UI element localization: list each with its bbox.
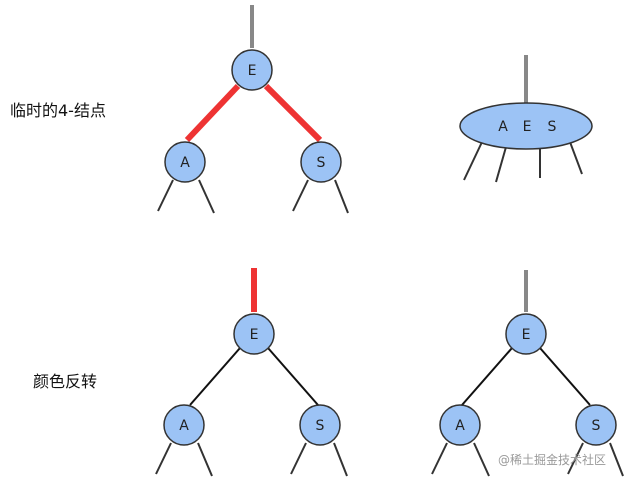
node-label: E: [522, 327, 531, 343]
caption-color-flip: 颜色反转: [33, 372, 98, 391]
caption-temp-4-node: 临时的4-结点: [10, 101, 106, 120]
red-link-right: [263, 83, 323, 143]
node-label: A: [180, 155, 190, 171]
node-left: A: [439, 404, 481, 446]
temp-binary-tree: E A S: [157, 5, 349, 214]
key-label: S: [548, 119, 557, 135]
red-link-left: [184, 83, 241, 143]
flip-tree-gray-parent: E A S: [431, 270, 624, 477]
four-node-tree: A E S: [459, 55, 593, 183]
node-label: A: [179, 418, 189, 434]
child-link: [495, 146, 507, 183]
node-right: S: [575, 404, 617, 446]
child-link: [567, 442, 584, 475]
child-link: [431, 442, 448, 475]
child-link: [155, 442, 172, 475]
black-link-right: [539, 347, 591, 406]
node-root: E: [505, 313, 547, 355]
node-label: E: [250, 327, 259, 343]
child-link: [290, 442, 307, 475]
child-link: [333, 442, 348, 477]
child-link: [609, 442, 624, 477]
child-link: [473, 442, 490, 477]
key-label: A: [498, 119, 508, 135]
black-link-right: [267, 347, 319, 406]
child-link: [292, 179, 309, 212]
child-link: [197, 442, 213, 477]
child-link: [463, 141, 483, 181]
four-node: A E S: [459, 102, 593, 150]
child-link: [569, 141, 583, 175]
child-link: [157, 179, 174, 212]
node-left: A: [163, 404, 205, 446]
child-link: [334, 179, 349, 214]
black-link-left: [461, 347, 513, 406]
node-label: S: [592, 418, 601, 434]
key-label: E: [523, 119, 532, 135]
child-link: [198, 179, 215, 214]
node-label: S: [317, 155, 326, 171]
node-root: E: [231, 49, 273, 91]
node-right: S: [299, 404, 341, 446]
black-link-left: [189, 347, 241, 406]
footer-watermark: @稀土掘金技术社区: [498, 453, 607, 467]
node-right: S: [300, 141, 342, 183]
node-root: E: [233, 313, 275, 355]
node-left: A: [164, 141, 206, 183]
node-label: E: [248, 63, 257, 79]
node-label: A: [455, 418, 465, 434]
node-label: S: [316, 418, 325, 434]
flip-tree-red-parent: E A S: [155, 268, 348, 477]
